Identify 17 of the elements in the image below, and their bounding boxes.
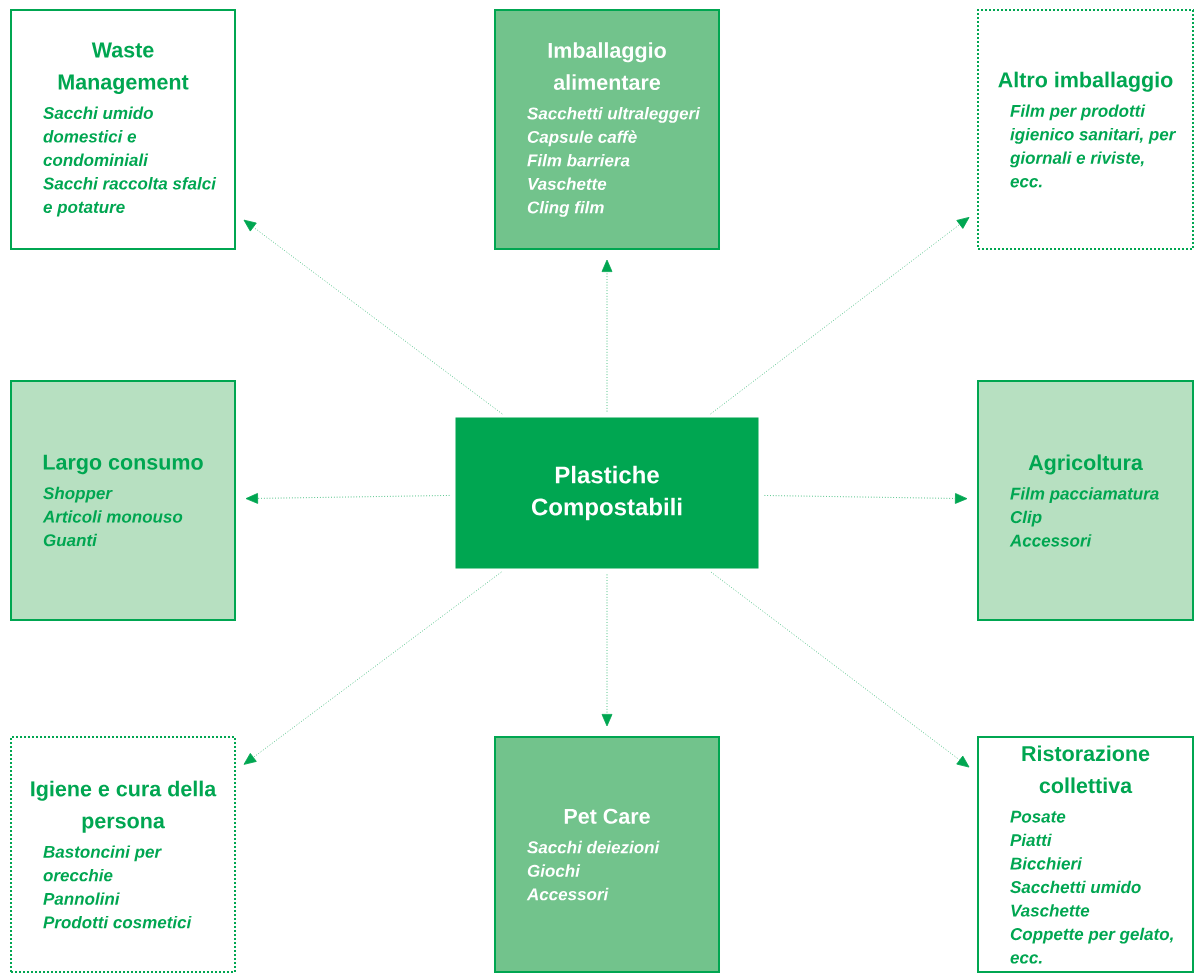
- arrow: [764, 493, 968, 504]
- category-box: Waste Management Sacchi umido domestici e condominiali Sacchi raccolta sfalci e potature: [10, 9, 236, 250]
- category-box: Ristorazione collettiva Posate Piatti Bicchieri Sacchetti umido Vaschette Coppette per gelato, ecc.: [977, 736, 1194, 973]
- category-box: Agricoltura Film pacciamatura Clip Accessori: [977, 380, 1194, 621]
- arrow: [601, 259, 613, 412]
- arrow: [243, 219, 503, 415]
- arrow: [245, 493, 450, 504]
- center-box: Plastiche Compostabili: [455, 417, 759, 569]
- arrow: [601, 574, 613, 727]
- category-box: Altro imballaggio Film per prodotti igienico sanitari, per giornali e riviste, ecc.: [977, 9, 1194, 250]
- arrow: [710, 571, 970, 768]
- arrow: [243, 571, 502, 765]
- category-box: Igiene e cura della persona Bastoncini per orecchie Pannolini Prodotti cosmetici: [10, 736, 236, 973]
- category-box: Imballaggio alimentare Sacchetti ultraleggeri Capsule caffè Film barriera Vaschette Cling film: [494, 9, 720, 250]
- category-box: Largo consumo Shopper Articoli monouso Guanti: [10, 380, 236, 621]
- category-box: Pet Care Sacchi deiezioni Giochi Accessori: [494, 736, 720, 973]
- arrow: [710, 217, 970, 415]
